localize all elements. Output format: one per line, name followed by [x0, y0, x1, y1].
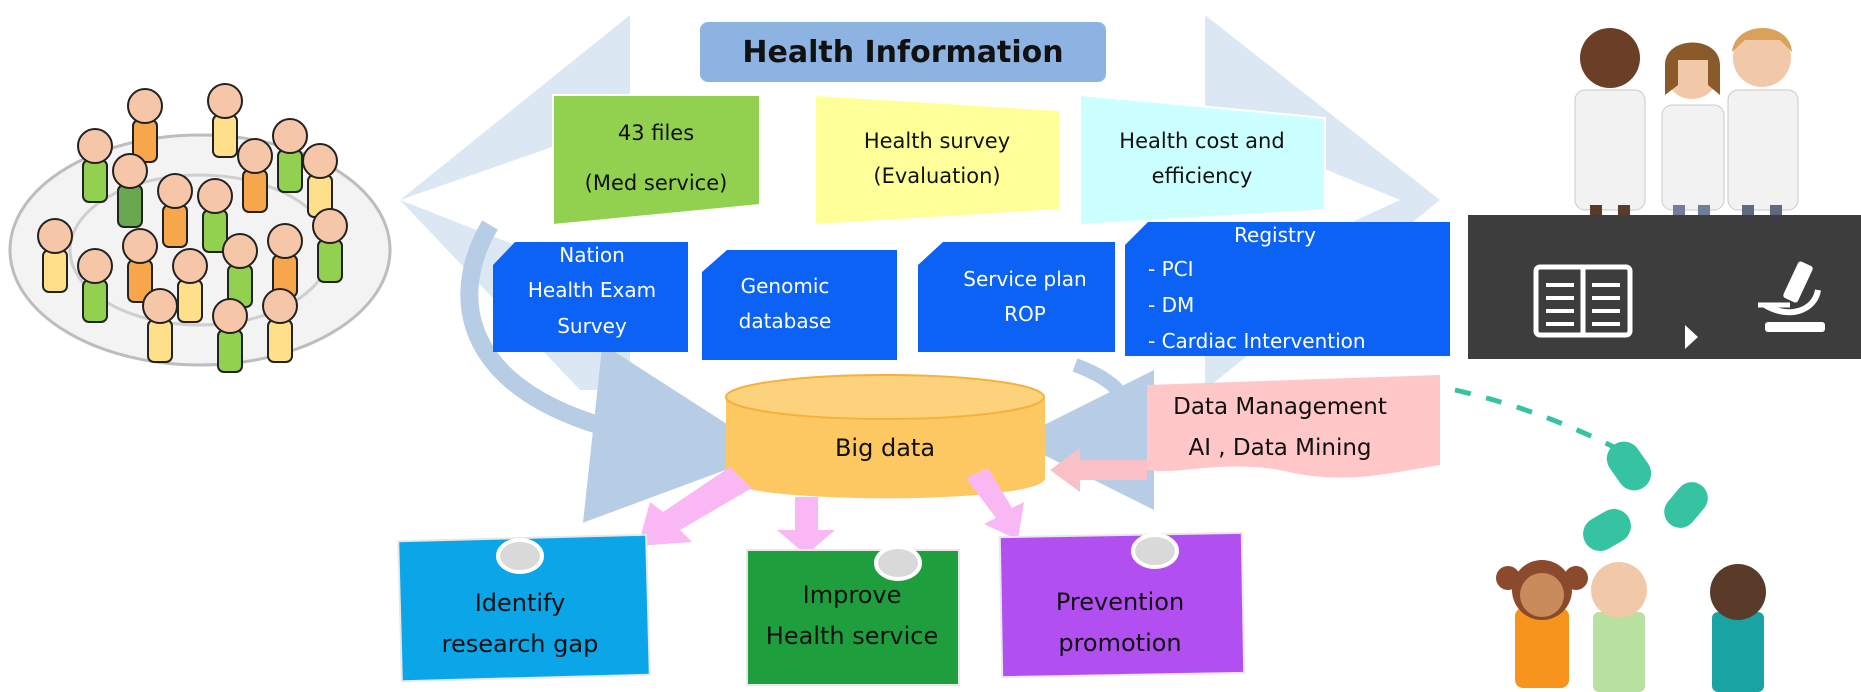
source-box-line: Survey — [557, 314, 627, 338]
capsule-icon — [1583, 441, 1708, 551]
pin-icon — [1131, 533, 1179, 569]
title-text: Health Information — [742, 35, 1063, 70]
person-body — [177, 279, 203, 323]
outcome-note-research-gap: Identify research gap — [397, 533, 651, 683]
person-head — [302, 143, 338, 179]
pink-arrow-right — [966, 468, 1024, 540]
person-head — [222, 233, 258, 269]
top-box-line: (Evaluation) — [873, 164, 1000, 188]
source-box-line: Nation — [559, 243, 625, 267]
crowd-people-icon — [8, 83, 392, 373]
outcome-line: Health service — [766, 622, 938, 650]
person-head — [237, 138, 273, 174]
person-body — [242, 169, 268, 213]
source-box-genomic: Genomic database — [702, 250, 897, 360]
person-body — [147, 319, 173, 363]
person-head — [37, 218, 73, 254]
top-box-health-cost: Health cost and efficiency — [1079, 93, 1326, 227]
person-head — [267, 223, 303, 259]
outcome-note-prevention: Prevention promotion — [998, 531, 1246, 679]
outcome-note-health-service: Improve Health service — [746, 545, 960, 686]
outcome-line: research gap — [442, 630, 599, 658]
person-head — [172, 248, 208, 284]
person-body — [277, 149, 303, 193]
arrow-to-big-data — [1050, 448, 1147, 492]
pink-arrow-left — [638, 467, 752, 546]
person-head — [207, 83, 243, 119]
outcome-line: Prevention — [1056, 588, 1184, 616]
top-box-health-survey: Health survey (Evaluation) — [814, 93, 1061, 227]
curved-arrow-right — [1014, 358, 1155, 510]
person-head — [312, 208, 348, 244]
curved-arrow-left — [460, 220, 772, 523]
outcome-line: Identify — [475, 589, 566, 617]
dashed-trail — [1454, 387, 1622, 453]
big-data-cylinder: Big data — [725, 374, 1045, 499]
person-head — [142, 288, 178, 324]
source-box-line: ROP — [1004, 302, 1046, 326]
data-management-line: Data Management — [1173, 394, 1387, 420]
person-body — [217, 329, 243, 373]
source-box-line: Genomic — [741, 274, 830, 298]
registry-item: - DM — [1148, 293, 1194, 317]
person-head — [212, 298, 248, 334]
person-head — [272, 118, 308, 154]
person-head — [112, 153, 148, 189]
person-head — [262, 288, 298, 324]
top-box-line: Health survey — [864, 129, 1010, 153]
person-head — [77, 128, 113, 164]
source-box-line: Service plan — [963, 267, 1086, 291]
person-body — [82, 159, 108, 203]
person-head — [127, 88, 163, 124]
source-box-line: database — [739, 309, 832, 333]
person-body — [317, 239, 343, 283]
top-box-line: (Med service) — [585, 171, 728, 195]
top-box-line: efficiency — [1152, 164, 1253, 188]
children-patients-icon — [1496, 560, 1766, 692]
person-head — [197, 178, 233, 214]
person-head — [157, 173, 193, 209]
source-box-service-plan: Service plan ROP — [918, 242, 1115, 352]
source-box-nhes: Nation Health Exam Survey — [493, 242, 688, 352]
data-management-line: AI , Data Mining — [1188, 435, 1371, 461]
top-box-line: Health cost and — [1119, 129, 1284, 153]
person-body — [162, 204, 188, 248]
book-icon — [1533, 264, 1633, 338]
big-data-label: Big data — [835, 434, 935, 462]
registry-box: Registry - PCI - DM - Cardiac Interventi… — [1125, 222, 1450, 356]
pin-icon — [496, 538, 544, 574]
person-body — [212, 114, 238, 158]
top-box-med-service: 43 files (Med service) — [552, 94, 761, 227]
registry-title: Registry — [1234, 223, 1316, 247]
registry-item: - PCI — [1148, 257, 1194, 281]
registry-item: - Cardiac Intervention — [1148, 329, 1366, 353]
person-body — [117, 184, 143, 228]
pin-icon — [874, 545, 922, 581]
pink-arrow-center — [777, 497, 835, 555]
outcome-line: Improve — [803, 581, 902, 609]
title-box: Health Information — [700, 22, 1106, 82]
person-body — [267, 319, 293, 363]
person-body — [42, 249, 68, 293]
outcome-line: promotion — [1058, 629, 1181, 657]
person-body — [82, 279, 108, 323]
microscope-icon — [1758, 261, 1825, 332]
top-box-line: 43 files — [618, 121, 694, 145]
data-management-box: Data Management AI , Data Mining — [1147, 375, 1440, 478]
source-box-line: Health Exam — [528, 278, 656, 302]
person-head — [122, 228, 158, 264]
doctors-icon — [1574, 28, 1799, 225]
play-arrow-icon — [1685, 325, 1698, 349]
person-head — [77, 248, 113, 284]
